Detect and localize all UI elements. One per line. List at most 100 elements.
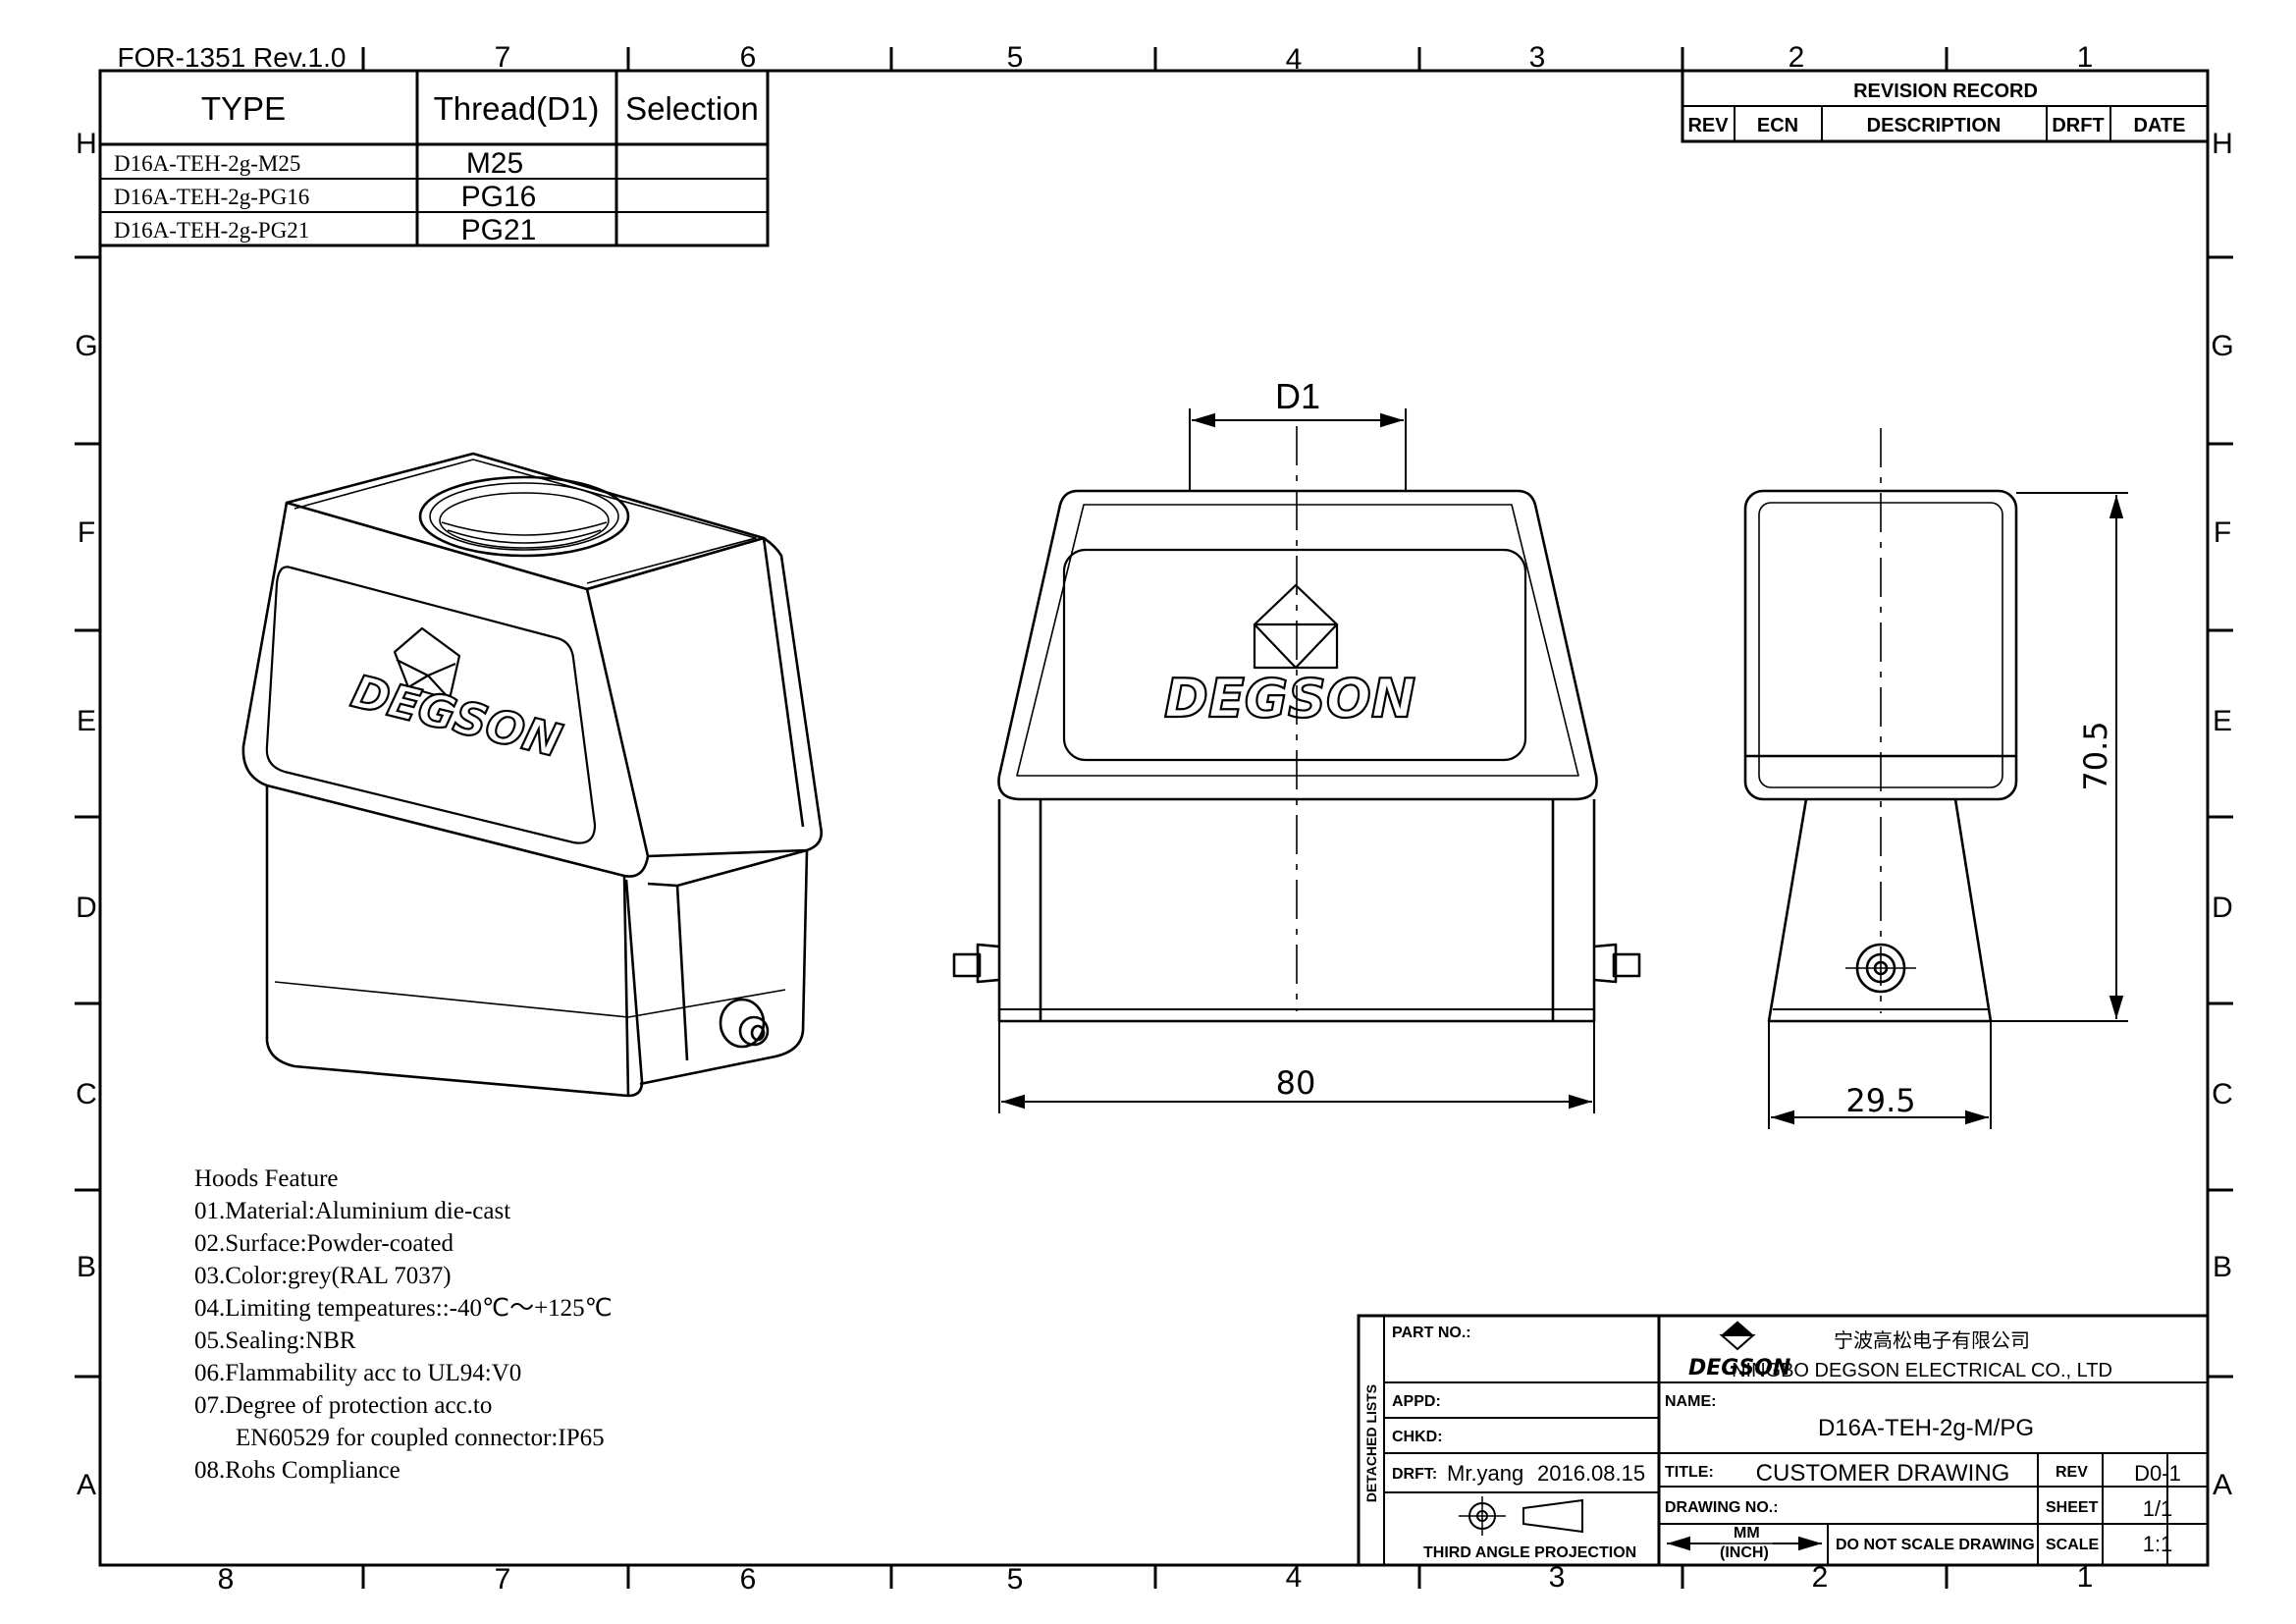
bottom-col-4: 4 <box>1286 1561 1303 1594</box>
feature-item-5: 05.Sealing:NBR <box>194 1327 356 1354</box>
top-zone-ticks <box>361 47 1949 71</box>
type-header-thread: Thread(D1) <box>434 90 600 127</box>
type-header-type: TYPE <box>201 90 286 127</box>
title-block <box>1357 1314 2210 1567</box>
feature-item-2: 02.Surface:Powder-coated <box>194 1230 454 1257</box>
right-row-b: B <box>2213 1251 2232 1283</box>
form-id: FOR-1351 Rev.1.0 <box>118 42 347 73</box>
sheet-label: SHEET <box>2046 1499 2099 1516</box>
feature-item-7-cont: EN60529 for coupled connector:IP65 <box>236 1425 605 1451</box>
dim-depth-label: 29.5 <box>1845 1082 1915 1119</box>
isometric-view <box>241 452 823 1098</box>
bottom-col-5: 5 <box>1007 1563 1024 1596</box>
type-table: TYPE Thread(D1) Selection D16A-TEH-2g-M2… <box>98 69 770 247</box>
projection-label: THIRD ANGLE PROJECTION <box>1423 1544 1636 1561</box>
feature-item-1: 01.Material:Aluminium die-cast <box>194 1198 510 1224</box>
company-logo: DEGSON <box>1688 1356 1790 1380</box>
chkd-label: CHKD: <box>1392 1429 1443 1445</box>
title-label: TITLE: <box>1665 1464 1714 1481</box>
dimension-height <box>1991 492 2128 1022</box>
revision-record-table: REVISION RECORD REV ECN DESCRIPTION DRFT… <box>1681 69 2210 143</box>
bottom-col-3: 3 <box>1549 1561 1566 1594</box>
sheet-value: 1/1 <box>2143 1496 2173 1521</box>
drft-label: DRFT: <box>1392 1466 1437 1483</box>
bottom-zone-ticks <box>361 1565 1949 1589</box>
drafter-name: Mr.yang <box>1447 1461 1523 1486</box>
features-title: Hoods Feature <box>194 1165 339 1192</box>
dimension-d1 <box>1189 408 1407 491</box>
rev-value: D0-1 <box>2134 1461 2181 1486</box>
top-col-1: 1 <box>2077 41 2094 74</box>
drawing-title-value: CUSTOMER DRAWING <box>1756 1460 2010 1487</box>
drawing-no-label: DRAWING NO.: <box>1665 1499 1779 1516</box>
feature-item-8: 08.Rohs Compliance <box>194 1457 400 1484</box>
type-row-2-thread: PG16 <box>461 181 537 213</box>
type-row-1-type: D16A-TEH-2g-M25 <box>114 151 300 176</box>
dimension-depth <box>1768 1021 1992 1129</box>
right-row-f: F <box>2214 516 2231 549</box>
left-row-f: F <box>78 516 95 549</box>
rev-label: REV <box>2056 1464 2088 1481</box>
right-row-h: H <box>2212 128 2233 160</box>
type-row-3-type: D16A-TEH-2g-PG21 <box>114 218 309 243</box>
detached-lists-label: DETACHED LISTS <box>1363 1384 1379 1502</box>
feature-item-7: 07.Degree of protection acc.to <box>194 1392 492 1419</box>
dim-height-label: 70.5 <box>2077 721 2114 790</box>
top-col-4: 4 <box>1286 43 1303 76</box>
name-label: NAME: <box>1665 1393 1716 1410</box>
revision-header-ecn: ECN <box>1757 115 1798 136</box>
dim-d1-label: D1 <box>1275 376 1320 416</box>
revision-header-drft: DRFT <box>2052 115 2104 136</box>
part-name-value: D16A-TEH-2g-M/PG <box>1818 1415 2034 1441</box>
appd-label: APPD: <box>1392 1393 1441 1410</box>
type-row-2-type: D16A-TEH-2g-PG16 <box>114 185 309 209</box>
bottom-col-8: 8 <box>218 1563 235 1596</box>
top-col-3: 3 <box>1529 41 1546 74</box>
feature-item-4: 04.Limiting tempeatures::-40℃～+125℃ <box>194 1295 613 1322</box>
part-no-label: PART NO.: <box>1392 1325 1471 1341</box>
type-row-3-thread: PG21 <box>461 214 537 246</box>
bottom-col-2: 2 <box>1812 1561 1829 1594</box>
right-row-c: C <box>2212 1078 2233 1110</box>
revision-header-description: DESCRIPTION <box>1867 115 2002 136</box>
top-col-2: 2 <box>1789 41 1805 74</box>
dim-width-label: 80 <box>1276 1064 1316 1102</box>
revision-title: REVISION RECORD <box>1853 81 2038 102</box>
bottom-col-7: 7 <box>495 1563 511 1596</box>
bottom-col-6: 6 <box>740 1563 757 1596</box>
top-col-6: 6 <box>740 41 757 74</box>
scale-label: SCALE <box>2046 1537 2100 1553</box>
feature-item-3: 03.Color:grey(RAL 7037) <box>194 1263 452 1289</box>
right-zone-ticks <box>2208 255 2233 1379</box>
bottom-col-1: 1 <box>2077 1561 2094 1594</box>
units-mm: MM <box>1734 1525 1760 1542</box>
left-row-c: C <box>76 1078 97 1110</box>
left-row-d: D <box>76 892 97 924</box>
revision-header-rev: REV <box>1687 115 1729 136</box>
top-col-5: 5 <box>1007 41 1024 74</box>
left-row-a: A <box>77 1469 96 1501</box>
units-inch: (INCH) <box>1720 1544 1769 1561</box>
type-row-1-thread: M25 <box>466 147 523 180</box>
company-name-en: NINGBO DEGSON ELECTRICAL CO., LTD <box>1732 1360 2112 1381</box>
company-name-cn: 宁波高松电子有限公司 <box>1834 1328 2030 1352</box>
dimension-width <box>998 1021 1595 1113</box>
right-row-d: D <box>2212 892 2233 924</box>
drafter-date: 2016.08.15 <box>1537 1461 1645 1486</box>
right-row-e: E <box>2213 705 2232 737</box>
left-row-h: H <box>76 128 97 160</box>
right-row-a: A <box>2213 1469 2232 1501</box>
iso-brand-mark: DEGSON <box>347 665 567 768</box>
no-scale-note: DO NOT SCALE DRAWING <box>1836 1537 2035 1553</box>
feature-item-6: 06.Flammability acc to UL94:V0 <box>194 1360 521 1386</box>
revision-header-date: DATE <box>2134 115 2186 136</box>
scale-value: 1:1 <box>2143 1532 2173 1556</box>
front-brand-mark: DEGSON <box>1164 668 1415 730</box>
right-row-g: G <box>2211 330 2233 362</box>
left-zone-ticks <box>75 255 100 1379</box>
left-row-b: B <box>77 1251 96 1283</box>
type-header-selection: Selection <box>625 90 759 127</box>
left-row-g: G <box>75 330 97 362</box>
top-col-7: 7 <box>495 41 511 74</box>
